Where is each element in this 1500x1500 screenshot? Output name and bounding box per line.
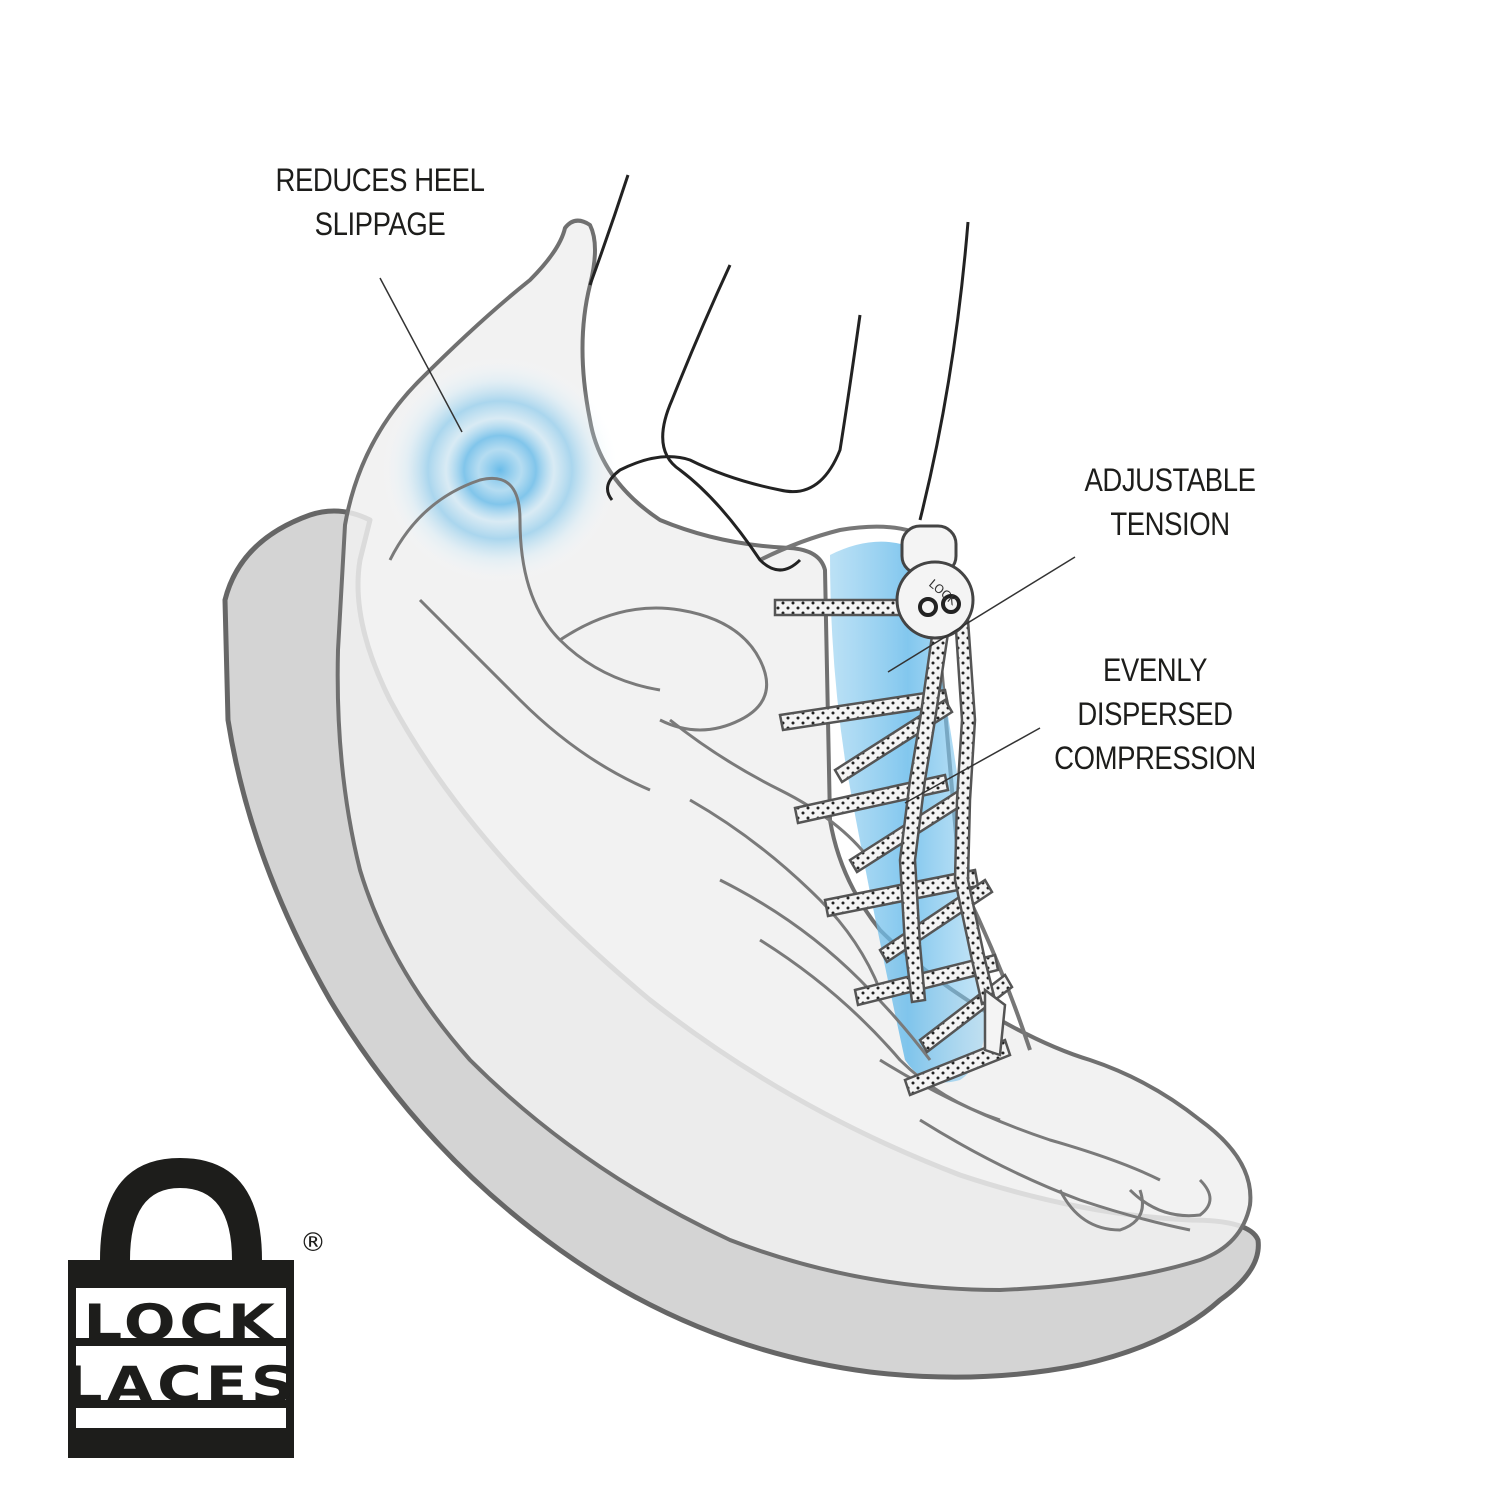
brand-word-laces: LACES [63, 1356, 299, 1414]
compression-leader-line [904, 727, 1041, 804]
heel-highlight [380, 355, 620, 585]
leg-line-front [918, 221, 970, 521]
registered-mark: ® [300, 1228, 326, 1258]
heel-leader-line [379, 277, 463, 433]
callout-compression-line2: DISPERSED [1077, 696, 1233, 732]
callout-tension-line2: TENSION [1110, 506, 1230, 542]
ankle-line-1 [661, 264, 802, 572]
ankle-line-2 [606, 314, 862, 501]
callout-heel-line1: REDUCES HEEL [275, 162, 485, 198]
brand-lock-icon [68, 1158, 294, 1458]
tension-leader-line [887, 556, 1076, 673]
callout-tension-line1: ADJUSTABLE [1084, 462, 1256, 498]
lace-main-left [898, 613, 952, 1004]
callout-compression-line1: EVENLY [1103, 652, 1207, 688]
callout-heel-slippage: REDUCES HEEL SLIPPAGE [260, 158, 501, 246]
brand-logo: LOCK LACES ® [64, 1158, 330, 1460]
lace-5 [853, 953, 1000, 1007]
callout-adjustable-tension: ADJUSTABLE TENSION [1075, 458, 1264, 546]
callout-dispersed-compression: EVENLY DISPERSED COMPRESSION [1048, 648, 1263, 780]
lace-6 [903, 1038, 1012, 1097]
brand-word-lock: LOCK [83, 1294, 279, 1352]
callout-compression-line3: COMPRESSION [1054, 740, 1256, 776]
lace-1 [773, 598, 902, 617]
leg-line-back [588, 174, 630, 286]
callout-heel-line2: SLIPPAGE [314, 206, 446, 242]
lock-toggle: LOCK [895, 524, 975, 640]
lace-aglet [983, 987, 1007, 1057]
